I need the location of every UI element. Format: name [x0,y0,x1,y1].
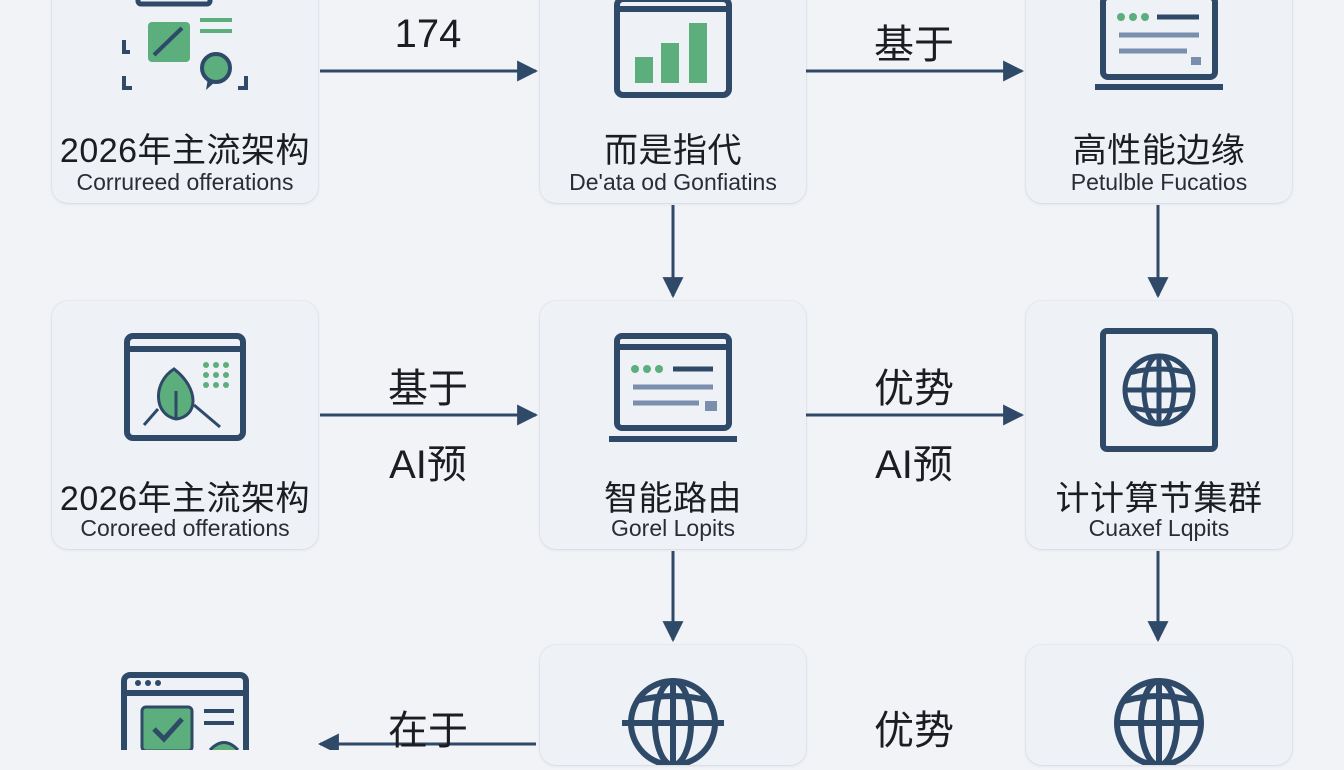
checklist-window-icon [120,671,250,770]
edge-label-r3-b: 优势 [874,709,954,753]
node-title: 2026年主流架构 [59,480,311,518]
node-subtitle: Corrureed offerations [76,169,294,195]
server-list-window-icon [1093,0,1225,95]
edge-label-r1-b: 基于 [874,23,954,67]
node-title: 2026年主流架构 [59,132,311,170]
edge-label-r2-a-top: 基于 [388,367,468,411]
node-title: 而是指代 [604,132,742,170]
edge-label-r1-a: 174 [394,12,462,56]
node-subtitle: De'ata od Gonfiatins [569,169,777,195]
node-r2c3: 计计算节集群 Cuaxef Lqpits [1026,301,1292,549]
node-r3c3 [1026,645,1292,768]
leaf-data-window-icon [124,333,246,441]
globe-icon [618,665,728,768]
connector-arrows [317,60,1169,750]
node-r2c2: 智能路由 Gorel Lopits [540,301,806,549]
node-subtitle: Gorel Lopits [610,515,735,541]
node-title: 智能路由 [604,480,742,518]
server-list-window-icon [607,333,739,445]
node-r1c1: 2026年主流架构 Corrureed offerations [52,0,318,203]
node-subtitle: Cuaxef Lqpits [1088,515,1230,541]
bar-chart-window-icon [613,0,733,99]
edge-label-r2-b-bottom: AI预 [875,443,953,487]
chart-chat-icon [120,0,250,100]
edge-label-r2-a-bottom: AI预 [389,443,467,487]
node-r3c2 [540,645,806,768]
node-r3c1 [52,645,318,770]
node-r1c3: 高性能边缘 Petulble Fucatios [1026,0,1292,203]
globe-panel-icon [1099,327,1219,453]
node-r1c2: 而是指代 De'ata od Gonfiatins [540,0,806,203]
node-title: 计计算节集群 [1055,480,1263,518]
node-subtitle: Petulble Fucatios [1070,169,1248,195]
node-title: 高性能边缘 [1072,132,1246,170]
node-r2c1: 2026年主流架构 Cororeed offerations [52,301,318,549]
edge-label-r2-b-top: 优势 [874,367,954,411]
node-subtitle: Cororeed offerations [80,515,290,541]
globe-icon [1104,665,1214,768]
edge-label-r3-a: 在于 [388,709,468,753]
